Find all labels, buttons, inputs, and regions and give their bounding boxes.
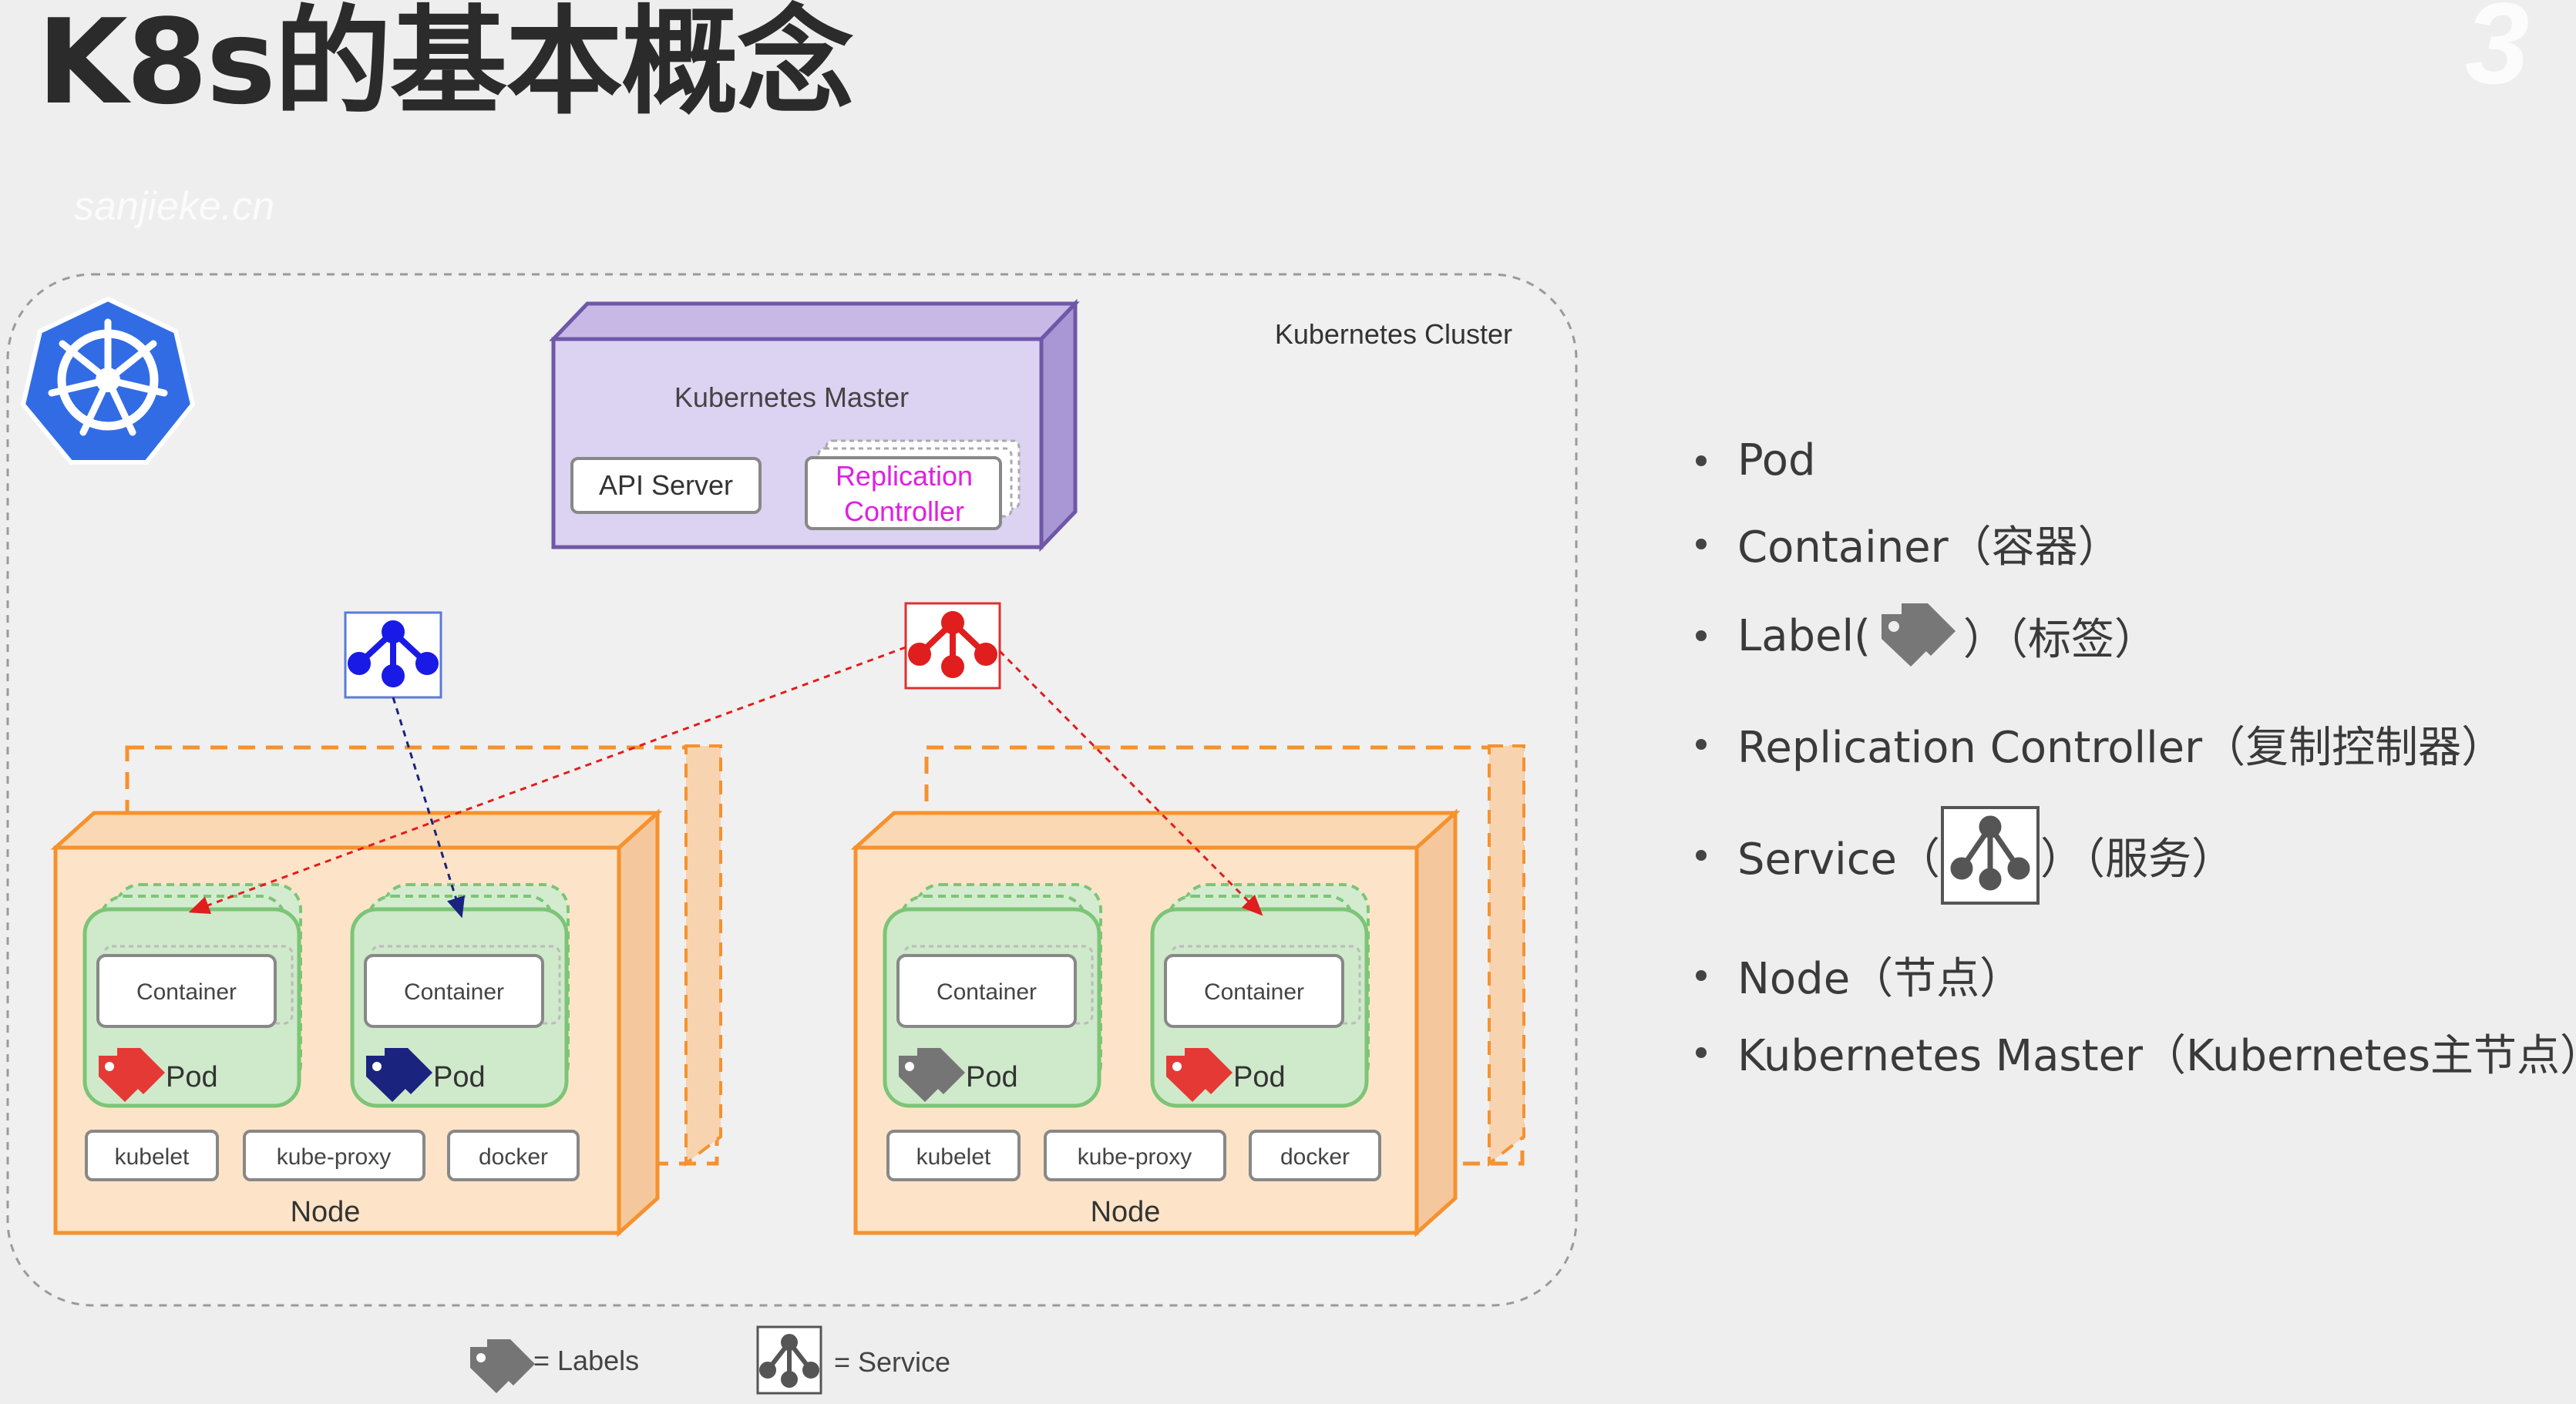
- service-icon-red: [904, 602, 1001, 690]
- concept-node-text: Node（节点）: [1737, 954, 2023, 1004]
- kube-proxy-label: kube-proxy: [1078, 1144, 1192, 1170]
- container-box: [96, 954, 277, 1028]
- pod: Container Pod: [883, 883, 1102, 1108]
- replication-controller-line2: Controller: [844, 495, 964, 527]
- docker-label: docker: [1280, 1144, 1350, 1170]
- label-tag-icon: [899, 1048, 965, 1102]
- concept-service-prefix: Service（: [1737, 834, 1940, 885]
- concept-label: Label( ）（标签）: [1696, 597, 2157, 674]
- container-label: Container: [1204, 979, 1304, 1005]
- concept-service-suffix: ）（服务）: [2040, 834, 2235, 885]
- kube-proxy-box: [243, 1130, 425, 1181]
- concept-replication-controller-text: Replication Controller（复制控制器）: [1737, 723, 2505, 773]
- kube-proxy-label: kube-proxy: [277, 1144, 391, 1170]
- node-label: Node: [291, 1196, 361, 1228]
- watermark-brand: sanjieke.cn: [74, 184, 275, 229]
- service-icon-blue: [344, 611, 442, 699]
- concept-kubernetes-master: Kubernetes Master（Kubernetes主节点）: [1696, 1021, 2576, 1083]
- kubernetes-master: Kubernetes Master API Server Replication…: [549, 298, 1080, 553]
- api-server-box: [570, 457, 762, 514]
- page-title: K8s的基本概念: [37, 0, 854, 130]
- node-label: Node: [1091, 1196, 1161, 1228]
- label-tag-icon: [366, 1048, 432, 1102]
- kubelet-box: [886, 1130, 1021, 1181]
- concept-pod: Pod: [1696, 435, 1816, 485]
- concept-label-suffix: ）（标签）: [1962, 614, 2157, 665]
- pod: Container Pod: [82, 883, 302, 1108]
- concept-label-prefix: Label(: [1737, 610, 1871, 661]
- pod-label: Pod: [1233, 1061, 1286, 1093]
- container-box: [1164, 954, 1344, 1028]
- replication-controller-box: [805, 456, 1002, 530]
- cluster-label: Kubernetes Cluster: [1275, 318, 1512, 350]
- container-label: Container: [937, 979, 1037, 1005]
- label-tag-icon: [99, 1048, 165, 1102]
- pod-label: Pod: [966, 1061, 1018, 1093]
- legend-service-icon: [756, 1325, 822, 1395]
- pod-label: Pod: [166, 1061, 218, 1093]
- kubernetes-logo-icon: [20, 296, 196, 465]
- concept-pod-text: Pod: [1737, 435, 1816, 485]
- legend-labels: = Labels: [533, 1345, 639, 1376]
- node-2: Container Pod Container Pod kubelet: [850, 744, 1525, 1238]
- kubelet-box: [85, 1130, 219, 1181]
- kubelet-label: kubelet: [115, 1144, 190, 1170]
- pod: Container Pod: [350, 883, 570, 1108]
- legend-service: = Service: [834, 1346, 950, 1378]
- concept-replication-controller: Replication Controller（复制控制器）: [1696, 713, 2504, 775]
- docker-box: [447, 1130, 580, 1181]
- replication-controller-line1: Replication: [836, 460, 973, 492]
- docker-label: docker: [479, 1144, 548, 1170]
- concept-service: Service（ ）（服务）: [1696, 805, 2235, 905]
- label-tag-icon: [1166, 1048, 1233, 1102]
- container-box: [364, 954, 544, 1028]
- label-tag-icon: [1881, 603, 1956, 667]
- service-link-red-1: [188, 646, 906, 915]
- container-label: Container: [404, 979, 504, 1005]
- api-server-label: API Server: [599, 469, 733, 501]
- legend-labels-icon: [470, 1339, 535, 1393]
- pod: Container Pod: [1150, 883, 1370, 1108]
- concept-container-text: Container（容器）: [1737, 522, 2121, 573]
- concept-node: Node（节点）: [1696, 944, 2023, 1006]
- kubernetes-cluster-diagram: Kubernetes Cluster Kubernetes Master API…: [6, 273, 1578, 1395]
- kube-proxy-box: [1044, 1130, 1226, 1181]
- concept-container: Container（容器）: [1696, 512, 2121, 575]
- service-link-blue: [392, 697, 465, 919]
- concept-kubernetes-master-text: Kubernetes Master（Kubernetes主节点）: [1737, 1031, 2576, 1081]
- service-icon: [1940, 806, 2040, 905]
- service-link-red-2: [998, 650, 1263, 916]
- pod-label: Pod: [433, 1061, 486, 1093]
- master-title: Kubernetes Master: [674, 381, 909, 413]
- node-1: Container Pod Container Pod kubelet: [50, 744, 722, 1238]
- container-label: Container: [136, 979, 237, 1005]
- container-box: [896, 954, 1077, 1028]
- watermark-corner: 3: [2465, 0, 2530, 108]
- kubelet-label: kubelet: [916, 1144, 991, 1170]
- docker-box: [1249, 1130, 1381, 1181]
